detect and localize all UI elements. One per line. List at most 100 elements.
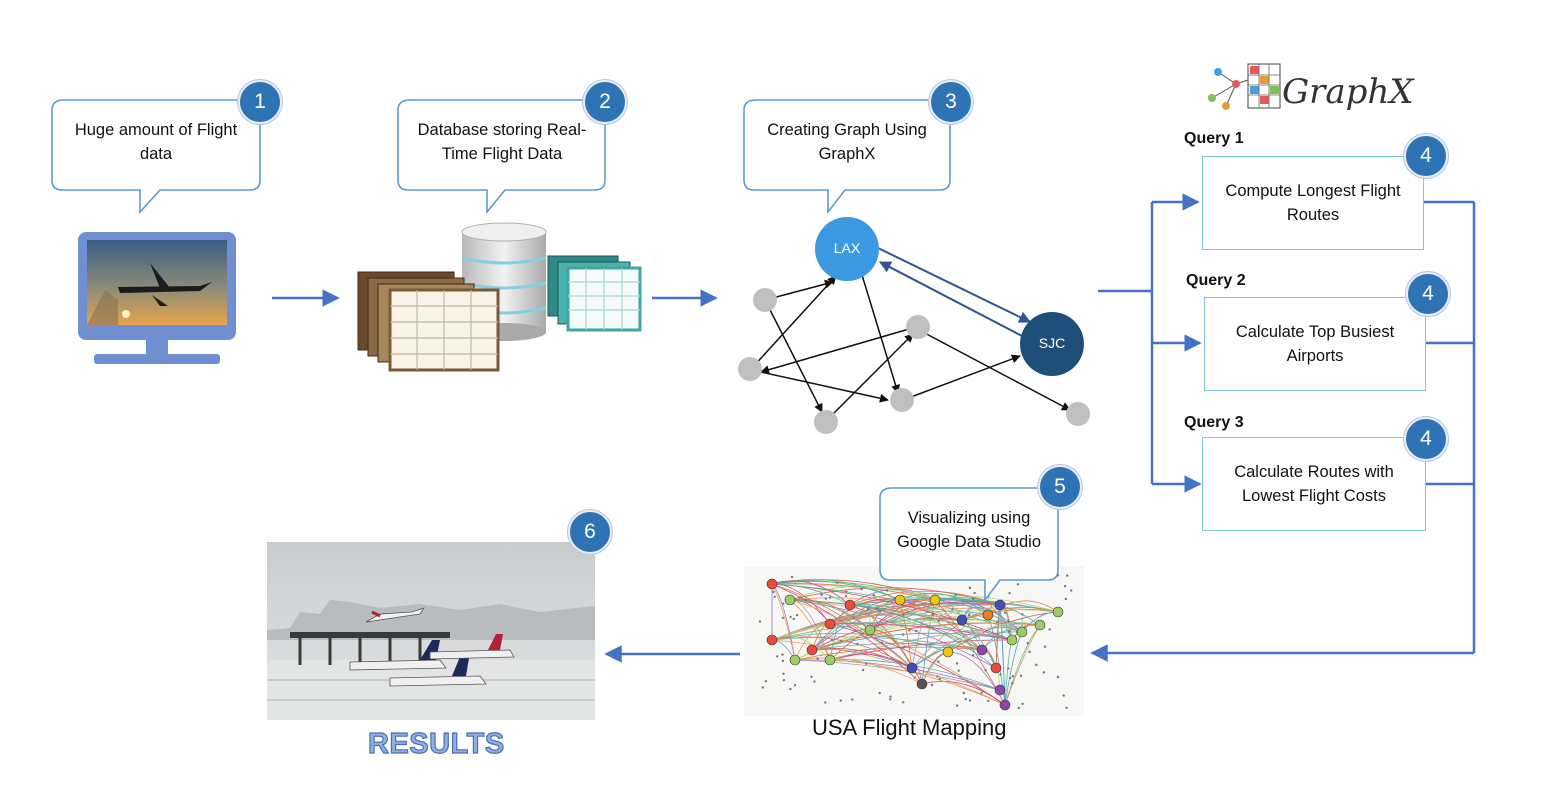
map-caption: USA Flight Mapping [812, 715, 1007, 740]
map-minor-dot [852, 616, 855, 619]
node-sjc [1020, 312, 1084, 376]
map-minor-dot [980, 691, 983, 694]
step-5-badge: 5 [1038, 465, 1082, 509]
map-minor-dot [1042, 671, 1046, 674]
map-minor-dot [996, 621, 1000, 624]
map-minor-dot [781, 602, 785, 605]
map-airport-dot [929, 594, 941, 606]
map-minor-dot [776, 655, 779, 658]
map-minor-dot [968, 699, 972, 702]
map-minor-dot [984, 669, 987, 672]
map-minor-dot [782, 678, 786, 682]
map-airport-dot [1006, 634, 1018, 646]
map-minor-dot [1019, 674, 1023, 678]
map-route-line [829, 622, 1013, 641]
map-minor-dot [810, 675, 813, 679]
map-minor-dot [1021, 613, 1024, 616]
map-minor-dot [1028, 650, 1031, 654]
map-minor-dot [1066, 574, 1069, 577]
map-airport-dot [806, 644, 818, 656]
map-minor-dot [968, 586, 972, 590]
map-minor-dot [773, 595, 776, 598]
map-minor-dot [967, 613, 971, 617]
map-minor-dot [957, 669, 960, 672]
map-route-line [811, 619, 963, 651]
map-minor-dot [781, 653, 784, 656]
map-minor-dot [1007, 667, 1010, 670]
map-minor-dot [973, 591, 976, 595]
query-2-label: Query 2 [1186, 272, 1246, 289]
map-airport-dot [942, 646, 954, 658]
map-airport-dot [766, 578, 778, 590]
map-minor-dot [885, 589, 889, 592]
map-airport-dot [994, 684, 1006, 696]
query-connectors [1090, 193, 1476, 662]
map-route-line [869, 609, 1059, 631]
map-route-line [771, 583, 1059, 613]
map-minor-dot [929, 643, 932, 646]
map-route-line [829, 639, 1013, 661]
map-minor-dot [1011, 675, 1015, 678]
map-minor-dot [866, 607, 870, 611]
map-route-line [829, 624, 1041, 661]
map-minor-dot [902, 701, 905, 704]
map-minor-dot [937, 660, 940, 663]
map-route-line [789, 597, 963, 621]
map-minor-dot [839, 699, 842, 702]
map-minor-dot [790, 575, 794, 579]
map-minor-dot [1056, 675, 1060, 679]
map-minor-dot [999, 673, 1002, 676]
map-minor-dot [872, 593, 875, 597]
map-airport-dot [789, 654, 801, 666]
map-route-line [789, 587, 1001, 606]
map-route-line [829, 599, 936, 625]
query-1-badge: 4 [1404, 134, 1448, 178]
map-minor-dot [860, 587, 863, 591]
map-minor-dot [971, 654, 975, 657]
query-3-label: Query 3 [1184, 414, 1244, 431]
map-minor-dot [1065, 706, 1068, 709]
map-minor-dot [816, 657, 819, 660]
query-3-badge: 4 [1404, 417, 1448, 461]
map-airport-dot [976, 644, 988, 656]
map-minor-dot [902, 613, 905, 616]
map-minor-dot [839, 639, 842, 643]
map-minor-dot [987, 699, 990, 702]
map-minor-dot [781, 616, 785, 620]
map-route-line [771, 639, 1006, 706]
map-minor-dot [880, 641, 884, 644]
map-airport-dot [956, 614, 968, 626]
map-minor-dot [845, 590, 848, 593]
map-route-line [829, 623, 913, 669]
map-airport-dot [766, 634, 778, 646]
map-minor-dot [930, 683, 934, 687]
map-minor-dot [889, 698, 892, 701]
map-minor-dot [1008, 676, 1012, 680]
query-2-badge: 4 [1406, 272, 1450, 316]
graphx-logo-icon [1208, 63, 1281, 110]
map-minor-dot [1063, 584, 1067, 588]
map-route-line [771, 580, 851, 606]
map-route-line [771, 625, 871, 641]
map-route-line [794, 659, 1001, 691]
airport-photo [267, 542, 595, 720]
map-route-line [829, 598, 901, 625]
map-airport-dot [990, 662, 1002, 674]
map-airport-dot [994, 599, 1006, 611]
map-minor-dot [936, 675, 939, 678]
map-minor-dot [824, 597, 827, 600]
map-minor-dot [1011, 682, 1014, 685]
map-route-line [829, 623, 1006, 706]
map-minor-dot [792, 617, 796, 621]
map-minor-dot [1007, 619, 1010, 623]
map-minor-dot [1016, 583, 1020, 586]
map-minor-dot [836, 581, 839, 585]
map-route-line [849, 588, 936, 606]
results-label: RESULTS [367, 727, 505, 760]
step-1-text: Huge amount of Flight data [74, 121, 238, 163]
map-minor-dot [764, 680, 768, 683]
map-minor-dot [758, 620, 762, 623]
map-minor-dot [964, 697, 968, 701]
map-minor-dot [1003, 611, 1007, 614]
